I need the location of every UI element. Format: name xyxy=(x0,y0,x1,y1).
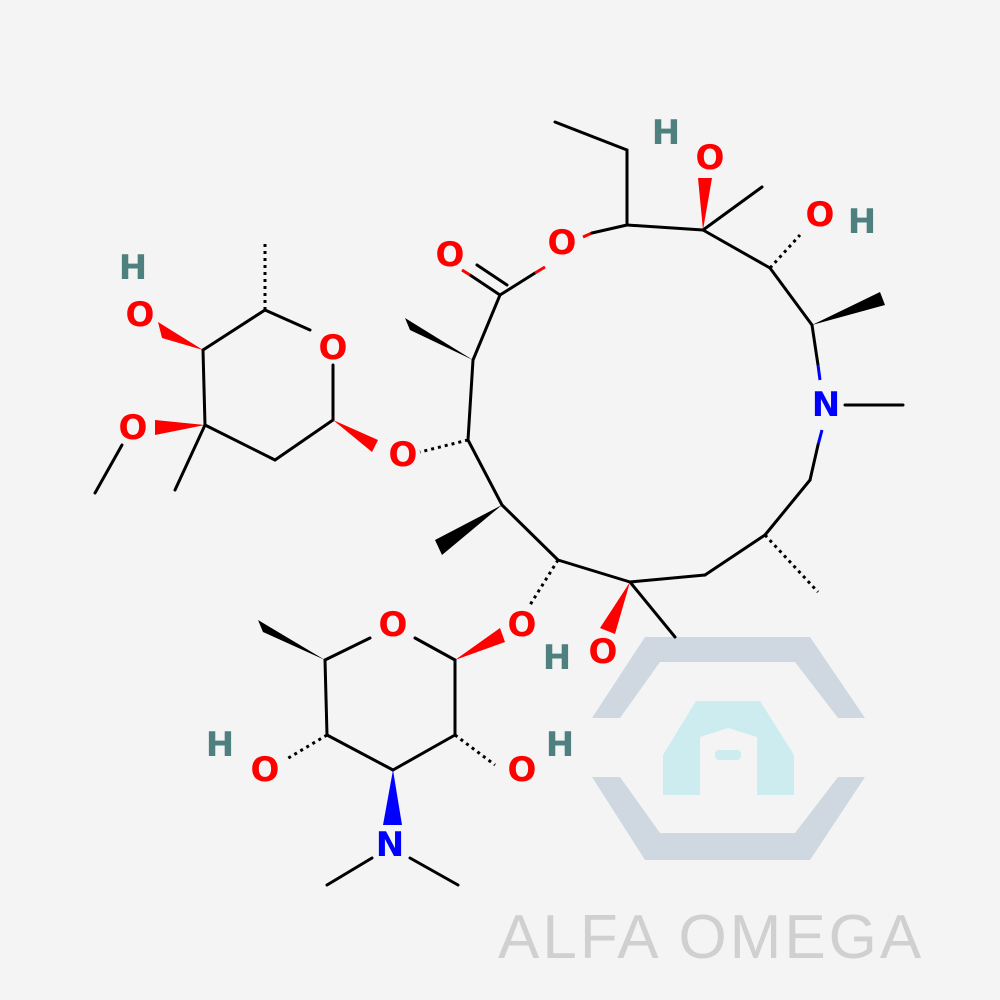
atom-o-clad-ring: O xyxy=(319,328,348,368)
watermark-brand-text: ALFA OMEGA xyxy=(498,903,925,972)
atom-o-clad-oh: O xyxy=(126,295,155,335)
atom-h-desos-2: H xyxy=(546,725,574,765)
atom-n-ring: N xyxy=(812,385,840,425)
atom-h-top: H xyxy=(652,113,680,153)
atom-h-desos-link: H xyxy=(543,638,571,678)
cladinose-sugar xyxy=(93,240,378,495)
atom-o-desos-2: O xyxy=(508,750,537,790)
atom-labels: O O O H O H N O O O H O O H O O O H O H … xyxy=(119,113,877,865)
desosamine-sugar xyxy=(258,620,505,887)
atom-o-ring-ester: O xyxy=(548,223,577,263)
atom-o-c12: O xyxy=(696,138,725,178)
atom-o-carbonyl: O xyxy=(436,235,465,275)
atom-o-cladinose-link: O xyxy=(389,435,418,475)
atom-o-clad-ome: O xyxy=(119,408,148,448)
atom-o-desos-4: O xyxy=(251,750,280,790)
atom-o-c6: O xyxy=(589,632,618,672)
atom-h-c11: H xyxy=(848,202,876,242)
atom-o-c11: O xyxy=(806,195,835,235)
macrolide-ring xyxy=(405,120,905,639)
atom-h-desos-4: H xyxy=(206,725,234,765)
atom-o-desos-ring: O xyxy=(379,605,408,645)
atom-o-desos-link: O xyxy=(508,605,537,645)
atom-n-dimethyl: N xyxy=(376,825,404,865)
atom-h-clad-oh: H xyxy=(119,248,147,288)
watermark-logo-icon xyxy=(592,637,865,860)
